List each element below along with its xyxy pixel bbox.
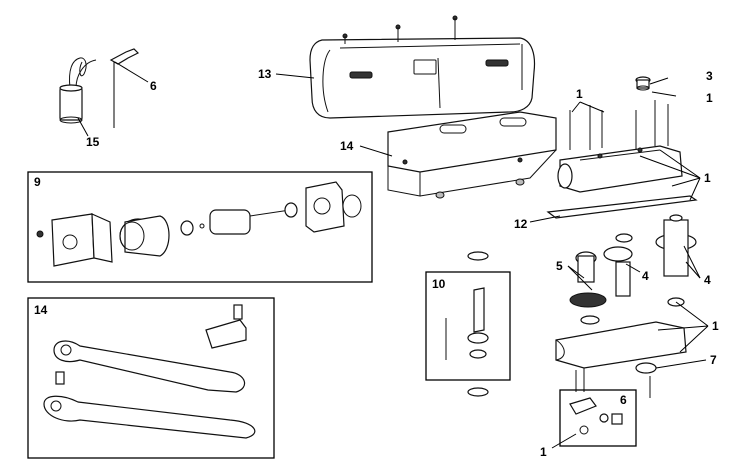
cover-part-12	[309, 15, 536, 119]
gear-set-parts-4-5	[569, 214, 697, 325]
callout-1-e: 1	[540, 445, 547, 459]
gearbox-upper-housing	[557, 76, 683, 193]
callout-1-c: 1	[704, 171, 711, 185]
callout-3: 3	[706, 69, 713, 83]
gasket-part-11	[546, 195, 698, 219]
motor-group-part-9	[27, 171, 373, 283]
callout-10: 10	[432, 277, 446, 291]
callout-4-a: 4	[642, 269, 649, 283]
gearbox-lower-housing	[555, 321, 687, 398]
callout-7: 7	[710, 353, 717, 367]
callout-13: 14	[340, 139, 354, 153]
callout-labels: 6 15 13 14 3 1 1 1 9 12 5 4 4 10 14 1 7 …	[34, 67, 719, 459]
callout-5: 5	[556, 259, 563, 273]
callout-1-a: 1	[706, 91, 713, 105]
callout-14: 14	[34, 303, 48, 317]
callout-1-b: 1	[576, 87, 583, 101]
release-mechanism-part-6	[559, 389, 637, 447]
callout-1-d: 1	[712, 319, 719, 333]
callout-15: 15	[86, 135, 100, 149]
leader-lines	[77, 61, 709, 449]
release-key-part-8	[109, 48, 140, 128]
callout-9: 9	[34, 175, 41, 189]
arm-group-part-14	[27, 297, 275, 459]
capacitor-part-15	[59, 57, 97, 124]
gear-shaft-group-part-10	[425, 251, 511, 397]
callout-8: 6	[150, 79, 157, 93]
callout-4-b: 4	[704, 273, 711, 287]
mounting-bracket-part-13	[387, 111, 557, 199]
callout-6: 6	[620, 393, 627, 407]
callout-12: 13	[258, 67, 272, 81]
callout-11: 12	[514, 217, 528, 231]
